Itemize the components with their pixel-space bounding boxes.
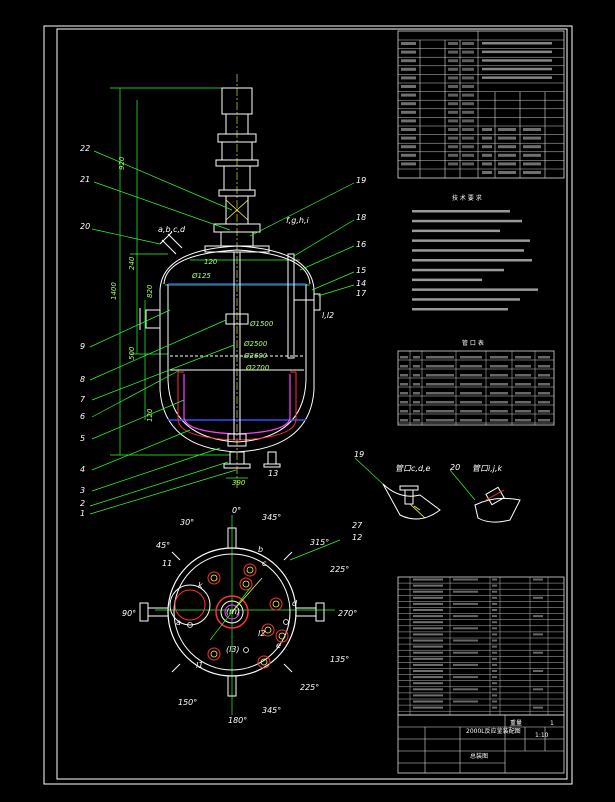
part-label-right-14: 14 (356, 279, 366, 288)
design-table-text (401, 42, 552, 174)
nozzle-label-top-left: a,b,c,d (158, 225, 186, 234)
plan-label-e: e (276, 641, 281, 650)
agitator-bottom (227, 433, 247, 447)
part-label-left-20: 20 (80, 222, 90, 231)
part-label-left-9: 9 (80, 342, 85, 351)
dim-mid: 1400 (110, 282, 118, 300)
angle-label-1: 30° (180, 518, 194, 527)
part-label-left-4: 4 (80, 465, 85, 474)
angle-label-7: 270° (338, 609, 357, 618)
angle-label-9: 180° (228, 716, 247, 725)
outer-frame (43, 25, 573, 785)
nozzle-label-top-right: f,g,h,i (286, 216, 309, 225)
detail-view-20 (449, 469, 521, 523)
plan-nozzle (261, 623, 275, 637)
plan-label-b: b (258, 545, 263, 554)
angle-label-5: 90° (122, 609, 136, 618)
bill-of-materials-table (397, 576, 565, 716)
dim-inner2: Ø2600 (243, 352, 268, 360)
plan-label-c: c (262, 559, 267, 568)
angle-label-11: 225° (300, 683, 319, 692)
part-label-right-17: 17 (356, 289, 367, 298)
dim-upper: 240 (128, 256, 136, 270)
detail-19-caption: 管口c,d,e (395, 464, 431, 473)
plan-label-a: a (176, 618, 181, 627)
nozzle-table-title: 管 口 表 (462, 339, 484, 347)
angle-label-6: 225° (330, 565, 349, 574)
angle-label-2: 345° (262, 513, 281, 522)
dim-inner1: Ø2500 (243, 340, 268, 348)
angle-label-12: 345° (262, 706, 281, 715)
title-name: 2000L反应釜装配图 (466, 727, 521, 735)
angle-label-0: 0° (232, 506, 241, 515)
detail-19-number: 19 (354, 450, 364, 459)
part-label-left-21: 21 (80, 175, 90, 184)
angle-label-4: 315° (310, 538, 329, 547)
dim-a: Ø125 (191, 272, 211, 280)
angle-label-8: 135° (330, 655, 349, 664)
drawing-number: 总装图 (470, 752, 488, 760)
elevation-labels: 222120987654321191816151417a,b,c,df,g,h,… (80, 144, 367, 518)
part-label-left-8: 8 (80, 375, 85, 384)
technical-requirements: 技 术 要 求 (412, 194, 538, 311)
part-label-right-16: 16 (356, 240, 366, 249)
part-label-left-1: 1 (80, 509, 85, 518)
part-label-left-22: 22 (80, 144, 90, 153)
plan-label-11: 11 (162, 559, 172, 568)
plan-label-l2: l2 (258, 629, 265, 638)
plan-label-27: 27 (352, 521, 363, 530)
plan-nozzle (257, 655, 271, 669)
dim-small: 120 (204, 258, 218, 266)
agitator-hub (225, 313, 249, 325)
detail-20-caption: 管口i,j,k (472, 464, 503, 473)
angle-label-3: 45° (156, 541, 170, 550)
plan-label-m: (m) (226, 607, 240, 616)
dim-inner4: Ø1500 (249, 320, 274, 328)
part-label-left-3: 3 (80, 486, 85, 495)
reactor-elevation-view (89, 74, 355, 515)
part-label-right-19: 19 (356, 176, 366, 185)
detail-labels: 19 20 管口c,d,e 管口i,j,k (354, 450, 503, 473)
nozzle-table: 管 口 表 (397, 339, 555, 426)
title-block: 2000L反应釜装配图 总装图 1:10 重量 1 (397, 714, 565, 774)
plan-nozzle (207, 647, 221, 661)
reactor-plan-view (139, 515, 341, 715)
design-table-rows (398, 39, 564, 170)
nozzle-label-right: l,l2 (322, 311, 334, 320)
inner-frame (56, 28, 568, 780)
plan-labels: 0° 30° 345° 45° 315° 90° 225° 270° 135° 180° 150° 2… (122, 506, 363, 725)
part-label-right-18: 18 (356, 213, 366, 222)
dim-left2: 120 (146, 408, 154, 422)
part-label-left-5: 5 (80, 434, 85, 443)
dim-left1: 820 (146, 284, 154, 298)
plan-nozzle (269, 597, 283, 611)
plan-label-k: k (198, 581, 203, 590)
detail-20-number: 20 (450, 463, 460, 472)
part-label-right-15: 15 (356, 266, 366, 275)
part-label-left-7: 7 (80, 395, 86, 404)
plan-nozzle (243, 563, 257, 577)
weight-label: 重量 (510, 719, 522, 727)
drawing-scale: 1:10 (535, 732, 549, 739)
part-label-left-2: 2 (80, 499, 85, 508)
plan-label-d: d (292, 599, 298, 608)
dim-bottom: 390 (232, 479, 246, 487)
dim-inner3: Ø2700 (245, 364, 270, 372)
heating-coil-outer (177, 372, 297, 441)
nozzle-label-bottom-right: 13 (268, 469, 278, 478)
plan-label-l3: (l3) (226, 645, 240, 654)
notes-title: 技 术 要 求 (452, 194, 482, 202)
angle-label-10: 150° (178, 698, 197, 707)
plan-label-l1: l1 (196, 661, 203, 670)
plan-nozzle (207, 571, 221, 585)
dim-lower: 500 (128, 346, 136, 360)
dim-top: 920 (118, 156, 126, 170)
part-label-left-6: 6 (80, 412, 85, 421)
detail-view-19 (354, 457, 441, 520)
plan-nozzle (239, 577, 253, 591)
sheet-number: 1 (550, 720, 554, 727)
plan-nozzle (275, 629, 289, 643)
plan-label-12: 12 (352, 533, 362, 542)
